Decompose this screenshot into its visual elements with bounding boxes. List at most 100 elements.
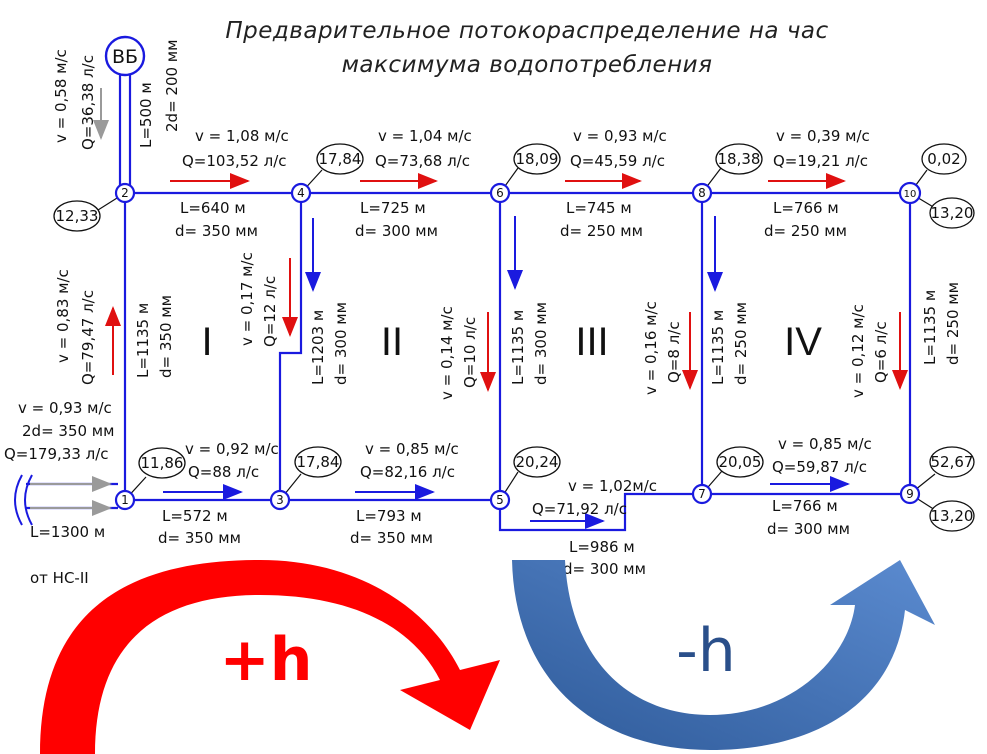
value-oval-n1 (138, 447, 186, 479)
ring-label-2: II (381, 320, 403, 364)
value-n4: 17,84 (319, 150, 362, 168)
p5_7-l: L=986 м (569, 538, 635, 556)
p5_6-v: v = 0,14 м/с (438, 306, 456, 400)
node-5-label: 5 (496, 493, 504, 507)
legend-plus-h: +h (40, 560, 500, 754)
legend-minus-h: -h (512, 560, 935, 750)
node-7 (691, 483, 713, 505)
node-9 (899, 483, 921, 505)
p1_3-q: Q=88 л/с (188, 463, 259, 481)
node-3-label: 3 (276, 493, 284, 507)
p1_2-q: Q=79,47 л/с (79, 290, 97, 385)
p7_8-q: Q=8 л/с (665, 321, 683, 383)
p7_8-d: d= 250 мм (732, 302, 750, 385)
blue-arc-arrow-icon (512, 560, 935, 750)
p4_6-d: d= 300 мм (355, 222, 438, 240)
value-n9a: 52,67 (931, 453, 974, 471)
value-oval-n3 (294, 446, 342, 478)
pipe-labels-horizontal: v = 1,08 м/с Q=103,52 л/с L=640 м d= 350… (4, 127, 872, 587)
red-arc-arrow-icon (40, 560, 500, 754)
p1_3-v: v = 0,92 м/с (185, 440, 279, 458)
value-n6: 18,09 (516, 150, 559, 168)
p5_7-q: Q=71,92 л/с (532, 500, 627, 518)
node-1-label: 1 (121, 493, 129, 507)
diagram-title-line2: максимума водопотребления (342, 52, 713, 78)
node-10-label: 10 (904, 189, 917, 200)
node-10 (898, 181, 922, 205)
pipe-5-9 (498, 492, 910, 532)
legend-plus-h-label: +h (220, 625, 313, 695)
node-9-label: 9 (906, 487, 914, 501)
p7_9-l: L=766 м (772, 497, 838, 515)
value-oval-n9a (929, 446, 975, 478)
diagram-title-line1: Предварительное потокораспределение на ч… (225, 18, 828, 44)
value-oval-n4 (316, 143, 364, 175)
p2_4-l: L=640 м (180, 199, 246, 217)
node-5 (489, 489, 511, 511)
value-n2: 12,33 (56, 207, 99, 225)
node-2 (114, 182, 136, 204)
node-2-label: 2 (121, 186, 129, 200)
p7_8-l: L=1135 м (709, 310, 727, 385)
p8_10-q: Q=19,21 л/с (773, 152, 868, 170)
inlet-v: v = 0,93 м/с (18, 399, 112, 417)
node-1 (114, 489, 136, 511)
value-n5: 20,24 (516, 453, 559, 471)
inlet-q: Q=179,33 л/с (4, 445, 109, 463)
inlet-pipe-break-2 (24, 474, 33, 526)
p9_10-v: v = 0,12 м/с (849, 304, 867, 398)
ring-label-3: III (575, 320, 608, 364)
p5_6-q: Q=10 л/с (461, 317, 479, 388)
node-4-label: 4 (297, 186, 305, 200)
p2_4-q: Q=103,52 л/с (182, 152, 287, 170)
p3_4-v: v = 0,17 м/с (238, 252, 256, 346)
pipe-labels-vertical: v = 0,58 м/с Q=36,38 л/с L=500 м 2d= 200… (52, 40, 962, 400)
p4_6-v: v = 1,04 м/с (378, 127, 472, 145)
value-oval-n2 (53, 200, 101, 232)
p1_3-d: d= 350 мм (158, 529, 241, 547)
inlet-l: L=1300 м (30, 523, 105, 541)
value-oval-n10a (921, 143, 967, 175)
p7_8-v: v = 0,16 м/с (642, 301, 660, 395)
nodes: 1 2 3 4 5 6 7 8 9 10 (114, 181, 922, 511)
p3_5-d: d= 350 мм (350, 529, 433, 547)
value-n8: 18,38 (718, 150, 761, 168)
tower-l: L=500 м (137, 82, 155, 148)
p8_10-d: d= 250 мм (764, 222, 847, 240)
value-n10b: 13,20 (931, 204, 974, 222)
value-oval-n10b (929, 197, 975, 229)
value-oval-n5 (513, 446, 561, 478)
p8_10-l: L=766 м (773, 199, 839, 217)
node-3 (269, 489, 291, 511)
node-8-label: 8 (698, 186, 706, 200)
node-value-ovals: 12,33 17,84 18,09 18,38 0,02 13,20 11,86… (53, 143, 975, 532)
inlet-d: 2d= 350 мм (22, 422, 114, 440)
p9_10-d: d= 250 мм (944, 282, 962, 365)
p3_5-l: L=793 м (356, 507, 422, 525)
p1_2-l: L=1135 м (134, 303, 152, 378)
p3_4-q: Q=12 л/с (261, 276, 279, 347)
tower-q: Q=36,38 л/с (79, 55, 97, 150)
node-7-label: 7 (698, 487, 706, 501)
p5_6-l: L=1135 м (509, 310, 527, 385)
p1_3-l: L=572 м (162, 507, 228, 525)
inlet-pipe-break (14, 474, 23, 526)
value-n1: 11,86 (141, 454, 184, 472)
p5_6-d: d= 300 мм (532, 302, 550, 385)
ring-labels: I II III IV (201, 320, 822, 364)
p9_10-l: L=1135 м (921, 290, 939, 365)
p6_8-q: Q=45,59 л/с (570, 152, 665, 170)
p3_5-v: v = 0,85 м/с (365, 440, 459, 458)
p7_9-d: d= 300 мм (767, 520, 850, 538)
node-6 (489, 182, 511, 204)
p6_8-l: L=745 м (566, 199, 632, 217)
p3_4-d: d= 300 мм (332, 302, 350, 385)
water-tower-icon (104, 35, 146, 77)
p1_2-d: d= 350 мм (157, 295, 175, 378)
inlet-source: от НС-II (30, 569, 89, 587)
value-n3: 17,84 (297, 453, 340, 471)
value-oval-n9b (929, 500, 975, 532)
water-tower-label: ВБ (112, 46, 138, 68)
